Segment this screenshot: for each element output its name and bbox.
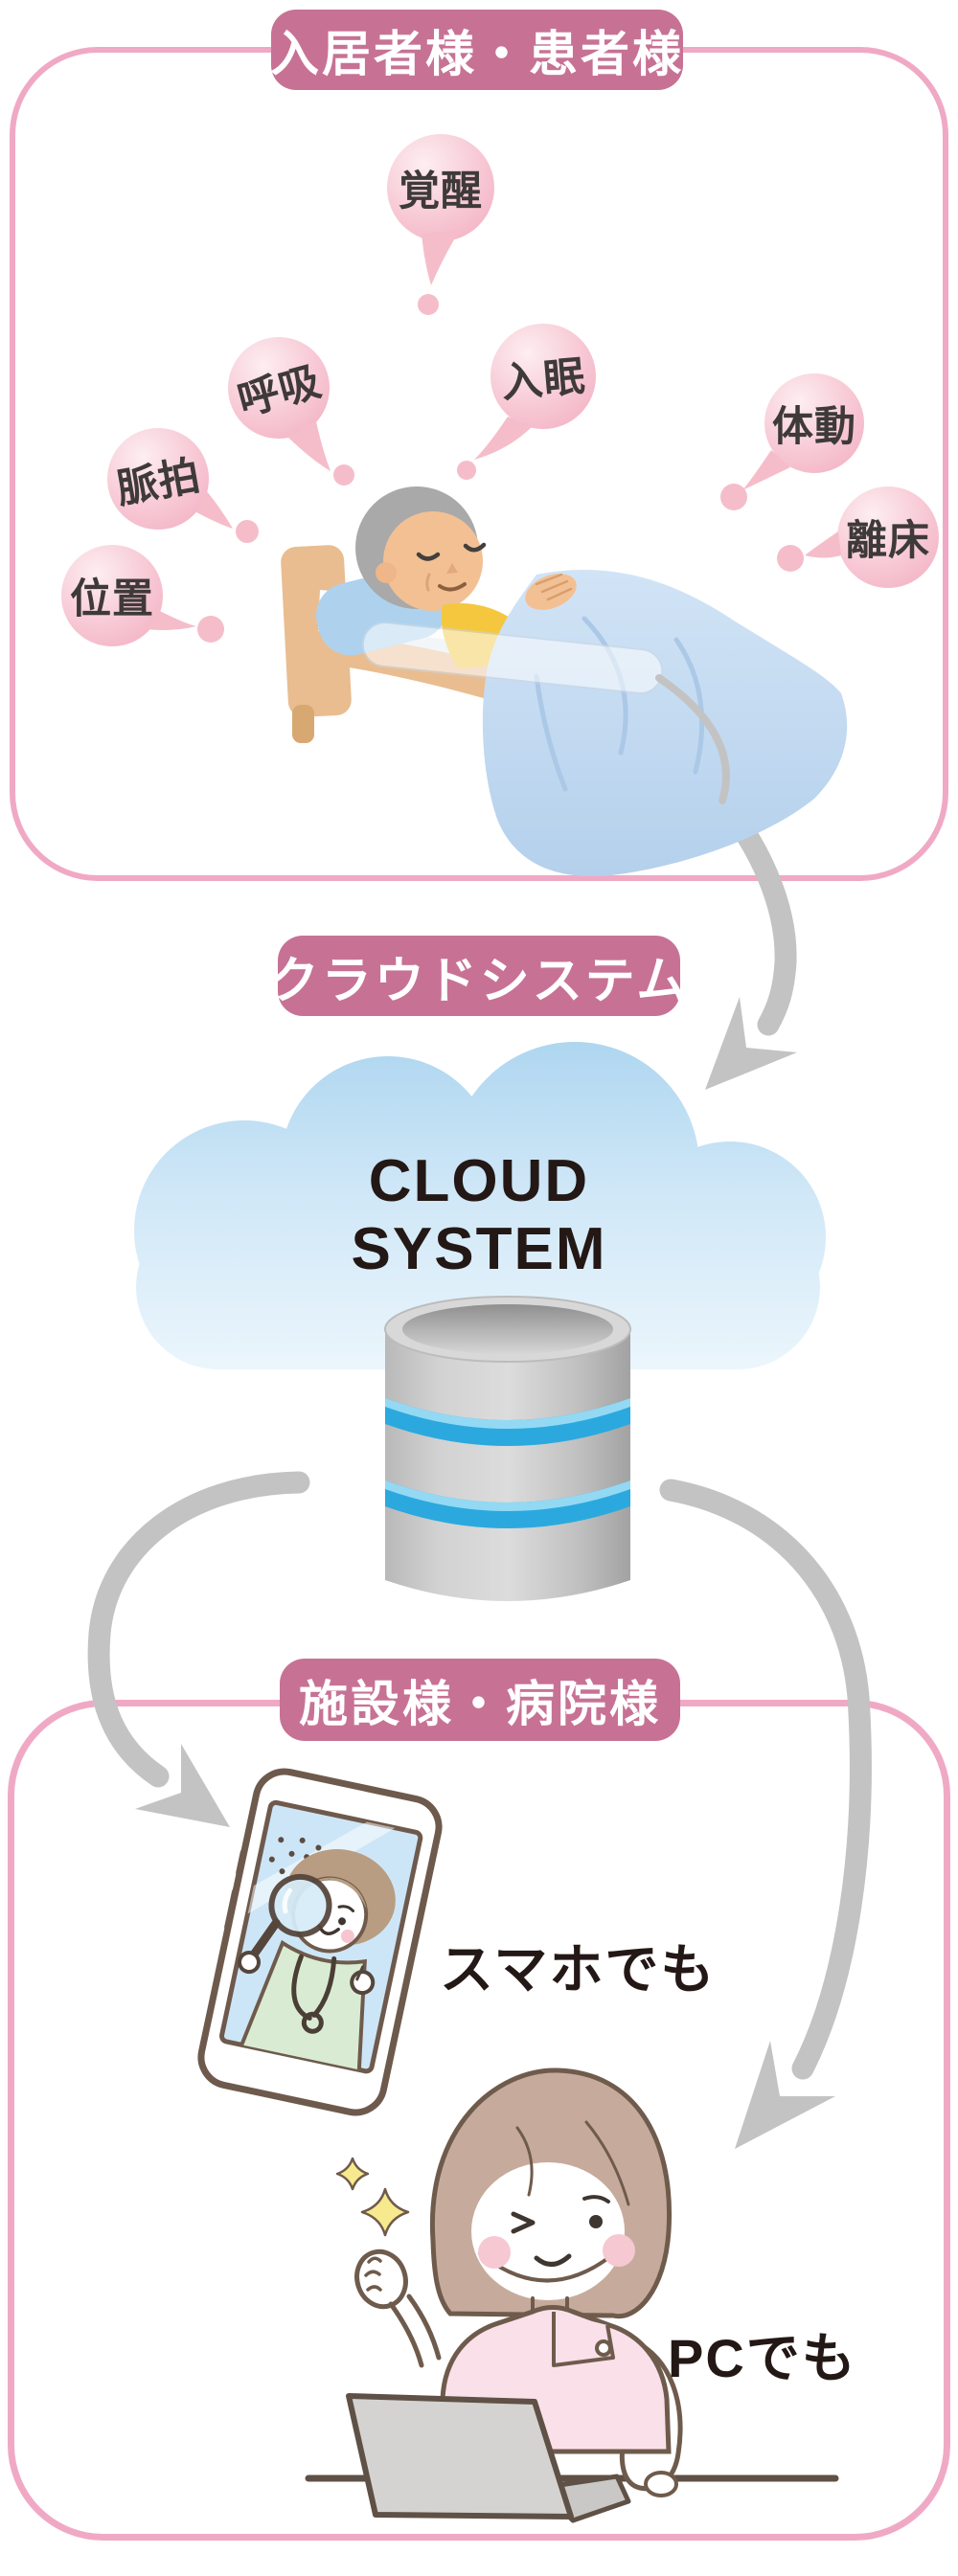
bubble-kokyu bbox=[228, 337, 354, 486]
nurse-on-screen bbox=[238, 1821, 396, 2072]
bubble-taidou bbox=[720, 373, 864, 510]
cloud-title-line1: CLOUD bbox=[368, 1148, 590, 1214]
vital-bubble-shapes bbox=[61, 134, 939, 646]
cloud-icon bbox=[134, 1042, 826, 1369]
panel-residents-title: 入居者様・患者様 bbox=[270, 10, 683, 90]
bubble-label-position: 位置 bbox=[70, 576, 154, 622]
bubble-label-body-movement: 体動 bbox=[772, 404, 856, 450]
sensor-mat bbox=[361, 621, 664, 695]
bubble-myakuhaku bbox=[107, 428, 259, 543]
laptop-icon bbox=[346, 2393, 631, 2523]
bubble-ichi bbox=[61, 545, 224, 646]
bubble-kakusei bbox=[387, 134, 494, 315]
sleeping-patient-illustration bbox=[281, 486, 848, 877]
bubble-nyumin bbox=[457, 324, 596, 480]
bubble-label-falling-asleep: 入眠 bbox=[499, 353, 588, 407]
panel-facility-title: 施設様・病院様 bbox=[280, 1659, 680, 1741]
cloud-system-label: クラウドシステム bbox=[269, 936, 686, 1016]
database-icon bbox=[384, 1296, 631, 1601]
cloud-title-line2: SYSTEM bbox=[351, 1216, 607, 1282]
bubble-label-bed-exit: 離床 bbox=[846, 518, 930, 564]
magnifier-icon bbox=[268, 1873, 332, 1937]
sparkle-icon bbox=[335, 2157, 410, 2237]
arrow-db-to-pc bbox=[659, 1479, 872, 2149]
bubble-label-awakening: 覚醒 bbox=[399, 169, 483, 215]
smartphone-caption: スマホでも bbox=[440, 1939, 717, 2000]
arrow-db-to-smartphone bbox=[87, 1471, 310, 1827]
nurse-at-pc-illustration bbox=[305, 2068, 839, 2523]
sensor-cable bbox=[655, 674, 730, 804]
smartphone-illustration bbox=[197, 1768, 443, 2116]
pc-caption: PCでも bbox=[668, 2328, 857, 2388]
bubble-risho bbox=[777, 486, 939, 588]
